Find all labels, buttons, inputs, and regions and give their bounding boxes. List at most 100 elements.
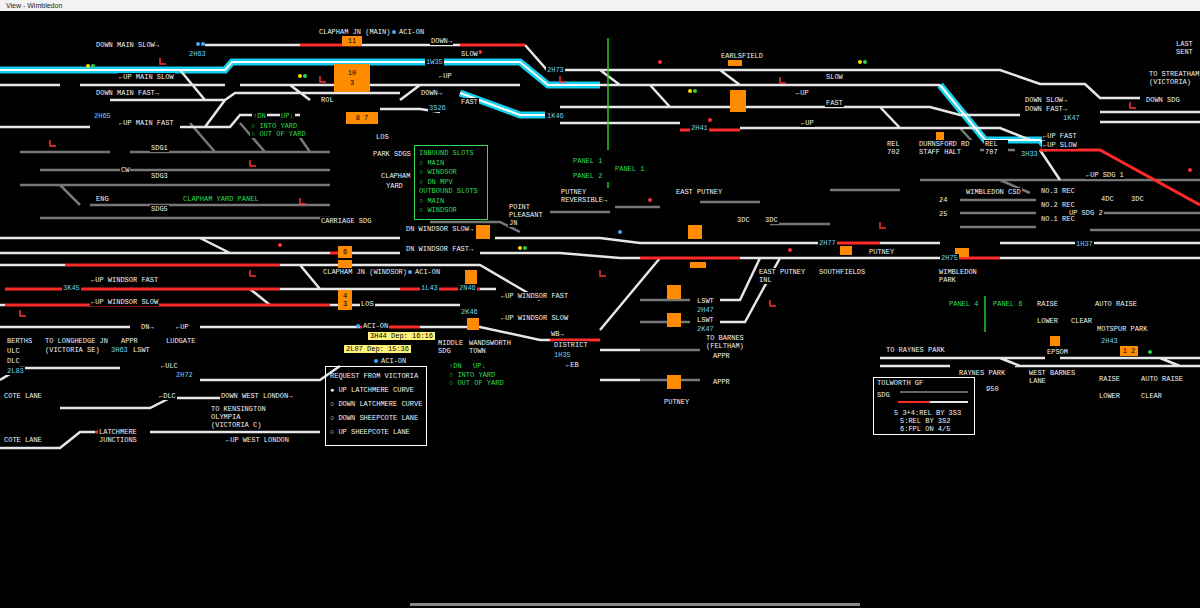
node-text: 2L07 Dep: 15:36	[346, 345, 409, 353]
track-label: WIMBLEDON CSD	[965, 188, 1022, 196]
aci-indicator	[374, 359, 378, 363]
signal-aspect	[303, 74, 307, 78]
node-text: 8	[356, 114, 360, 122]
train-headcode: 2H75	[940, 254, 959, 262]
occupied-track	[5, 45, 1200, 432]
track-label: CLAPHAM	[380, 172, 411, 180]
train-headcode: 1H37	[1075, 240, 1094, 248]
track-label: LATCHMERE JUNCTIONS	[98, 428, 150, 444]
berth-indicator	[840, 246, 852, 255]
berth-indicator	[690, 262, 706, 268]
panel-label: UP↓	[280, 112, 295, 120]
node-text: 3	[350, 78, 354, 88]
train-headcode: 2H73	[546, 66, 565, 74]
track-label: LOS	[360, 300, 375, 308]
train-headcode: 2K46	[460, 308, 479, 316]
track-label: DOWN SDG	[1145, 96, 1181, 104]
train-headcode: 2H72	[175, 371, 194, 379]
track-label: ←UP WINDSOR SLOW	[90, 298, 159, 306]
signal-aspect	[648, 198, 652, 202]
track-label: ←UP WINDSOR SLOW	[500, 314, 569, 322]
track-label: LSWT	[132, 346, 151, 354]
track-label: 24	[938, 196, 948, 204]
track-label: ULC	[6, 347, 21, 355]
track-label: DN→	[140, 323, 155, 331]
signal-aspect	[278, 243, 282, 247]
track-label: 3DC	[1130, 195, 1145, 203]
track-label: ←UP	[795, 89, 810, 97]
panel-label: PANEL 6	[992, 300, 1023, 308]
panel-label: ○ INTO YARD	[448, 371, 496, 379]
signal-aspect	[788, 248, 792, 252]
track-label: NO.2 REC	[1040, 201, 1076, 209]
window-title: View - Wimbledon	[6, 1, 62, 10]
track-label: LOWER	[1036, 317, 1059, 325]
track-label: SDG1	[150, 144, 169, 152]
track-label: EPSOM	[1046, 348, 1069, 356]
signal-aspects	[86, 30, 1192, 363]
track-label: NO.3 REC	[1040, 187, 1076, 195]
train-headcode: 1W35	[425, 58, 444, 66]
train-headcode: 2N46	[458, 284, 477, 292]
track-label: TO BARNES (FELTHAM)	[705, 334, 757, 350]
signal-aspect	[708, 118, 712, 122]
track-label: COTE LANE	[3, 392, 43, 400]
node-text: 2	[1131, 347, 1135, 355]
train-headcode: 2H43	[1100, 337, 1119, 345]
berth-box: 87	[346, 112, 378, 124]
track-label: (VICTORIA SE)	[44, 346, 101, 354]
track-label: APPR	[712, 352, 731, 360]
node-text: TOLWORTH GF	[877, 379, 923, 387]
berth-indicator	[465, 270, 477, 284]
node-text: ● UP LATCHMERE CURVE	[330, 383, 414, 397]
panel-label: PANEL 1	[614, 165, 645, 173]
track-label: SDG5	[150, 205, 169, 213]
track-label: ←UP	[800, 119, 815, 127]
node-text: 1	[1123, 347, 1127, 355]
aci-indicator	[356, 324, 360, 328]
track-label: DOWN FAST→	[1024, 105, 1068, 113]
track-label: DISTRICT	[553, 341, 589, 349]
track-label: CLEAR	[1070, 317, 1093, 325]
train-tooltip: 3H44 Dep: 16:16	[367, 331, 436, 341]
track-label: EAST PUTNEY	[675, 188, 723, 196]
node-text: 4	[343, 292, 347, 300]
signal-post	[20, 58, 1136, 316]
train-headcode: 3H33	[1020, 150, 1039, 158]
train-headcode: 3K45	[62, 284, 81, 292]
node-text: ○ WINDSOR	[419, 206, 457, 216]
signal-aspect	[688, 89, 692, 93]
track-label: ←UP WINDSOR FAST	[90, 276, 159, 284]
panel-label: ○ OUT OF YARD	[448, 379, 505, 387]
node-text: ○ DOWN LATCHMERE CURVE	[330, 397, 422, 411]
node-text: OUTBOUND SLOTS	[419, 187, 478, 197]
track-label: ENG	[95, 195, 110, 203]
track-label: DOWN MAIN FAST→	[95, 89, 160, 97]
train-headcode: 2H63	[188, 50, 207, 58]
berth-box: 12	[1120, 346, 1138, 356]
track-label: ←UP MAIN FAST	[118, 119, 175, 127]
panel-label: CLAPHAM YARD PANEL	[182, 195, 260, 203]
berth-indicator	[338, 260, 352, 268]
berth-indicator	[667, 313, 681, 327]
signal-aspect	[91, 64, 95, 68]
track-label: DN WINDSOR FAST→	[405, 245, 474, 253]
track-label: ←EB	[565, 361, 580, 369]
track-label: NO.1 REC	[1040, 215, 1076, 223]
berth-indicators	[338, 58, 1060, 389]
berth-indicator	[936, 132, 944, 140]
track-label: SOUTHFIELDS	[818, 268, 866, 276]
berth-indicator	[688, 225, 702, 239]
signal-aspect	[518, 246, 522, 250]
track-label: REL 702	[886, 140, 910, 156]
node-text: REQUEST FROM VICTORIA	[330, 369, 418, 383]
panel-boundary	[608, 38, 985, 332]
track-label: 950	[985, 385, 1000, 393]
signal-aspect	[201, 42, 205, 46]
train-headcode: 1H35	[553, 351, 572, 359]
track-label: CLAPHAM JN (WINDSOR)	[322, 268, 408, 276]
ground-frame-box: TOLWORTH GFSDG5 3+4:REL BY 3S35:REL BY 3…	[873, 377, 975, 435]
track-label: LAST SENT	[1175, 40, 1199, 56]
track-label: ←UP	[175, 323, 190, 331]
track-label: WB→	[550, 330, 565, 338]
